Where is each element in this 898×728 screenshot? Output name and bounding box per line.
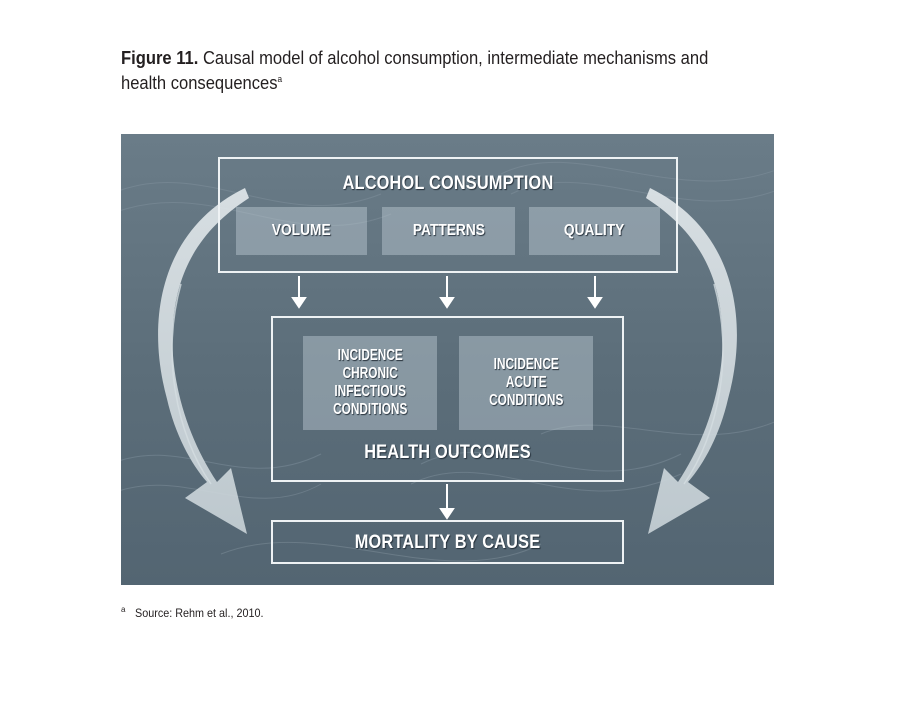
diagram-decoration: [121, 161, 774, 562]
chronic-conditions-tile: INCIDENCE CHRONIC INFECTIOUS CONDITIONS: [303, 336, 437, 430]
quality-label: QUALITY: [564, 222, 625, 239]
mortality-title: MORTALITY BY CAUSE: [354, 532, 541, 553]
caption-footnote-mark: a: [277, 74, 283, 84]
alcohol-consumption-title: ALCOHOL CONSUMPTION: [342, 173, 554, 194]
chronic-line-3: INFECTIOUS: [334, 383, 406, 400]
figure-caption: Figure 11. Causal model of alcohol consu…: [121, 46, 747, 96]
left-feedback-arrow: [158, 188, 249, 534]
health-outcomes-box: INCIDENCE CHRONIC INFECTIOUS CONDITIONS …: [271, 316, 624, 482]
chronic-conditions-label: INCIDENCE CHRONIC INFECTIOUS CONDITIONS: [327, 347, 413, 419]
quality-tile: QUALITY: [529, 207, 660, 255]
right-inner-arc: [683, 283, 724, 485]
volume-tile: VOLUME: [236, 207, 367, 255]
acute-line-1: INCIDENCE: [493, 356, 559, 373]
patterns-label: PATTERNS: [412, 222, 485, 239]
patterns-tile: PATTERNS: [382, 207, 515, 255]
footnote-mark: a: [121, 605, 126, 614]
acute-conditions-label: INCIDENCE ACUTE CONDITIONS: [483, 356, 569, 410]
down-arrows: [291, 276, 603, 520]
acute-conditions-tile: INCIDENCE ACUTE CONDITIONS: [459, 336, 593, 430]
right-feedback-arrow: [646, 188, 737, 534]
volume-label: VOLUME: [272, 222, 331, 239]
chronic-line-1: INCIDENCE: [337, 347, 403, 364]
alcohol-consumption-box: ALCOHOL CONSUMPTION VOLUME PATTERNS QUAL…: [218, 157, 678, 273]
acute-line-3: CONDITIONS: [488, 392, 564, 409]
figure-label: Figure 11.: [121, 48, 199, 68]
figure-title: Causal model of alcohol consumption, int…: [121, 48, 709, 93]
health-outcomes-title: HEALTH OUTCOMES: [364, 442, 531, 463]
chronic-line-4: CONDITIONS: [332, 401, 408, 418]
footnote-text: Source: Rehm et al., 2010.: [135, 606, 264, 620]
chronic-line-2: CHRONIC: [342, 365, 398, 382]
diagram-panel: ALCOHOL CONSUMPTION VOLUME PATTERNS QUAL…: [121, 134, 774, 585]
left-inner-arc: [171, 283, 212, 485]
footnote: a Source: Rehm et al., 2010.: [121, 605, 278, 620]
mortality-box: MORTALITY BY CAUSE: [271, 520, 624, 564]
acute-line-2: ACUTE: [505, 374, 547, 391]
